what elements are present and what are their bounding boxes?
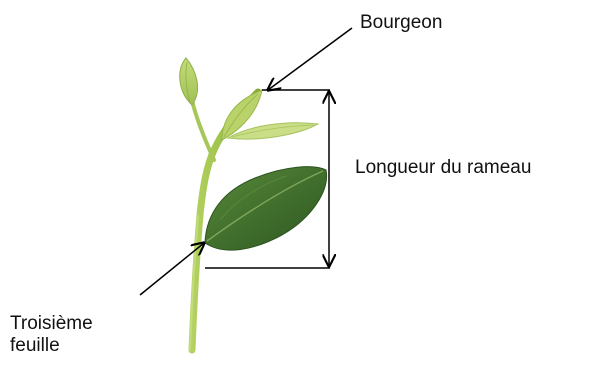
annotations <box>140 28 352 295</box>
third-leaf-label: Troisième feuille <box>10 313 93 357</box>
bud-arrow <box>268 28 352 90</box>
third-leaf-label-line1: Troisième <box>10 313 93 335</box>
upper-petiole <box>192 100 214 160</box>
tea-shoot <box>180 58 327 350</box>
bud-label: Bourgeon <box>360 12 442 34</box>
third-leaf-label-line2: feuille <box>10 335 93 357</box>
branch-length-label: Longueur du rameau <box>355 157 531 179</box>
third-leaf <box>205 167 327 250</box>
